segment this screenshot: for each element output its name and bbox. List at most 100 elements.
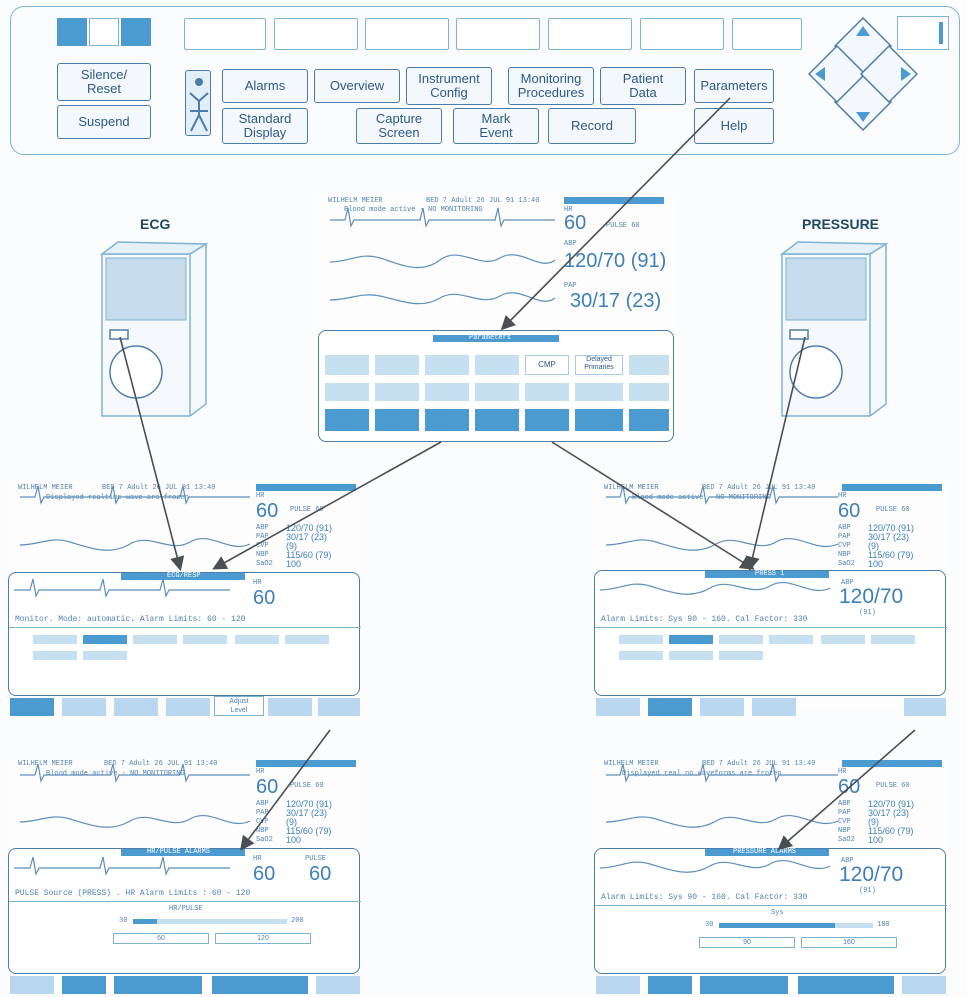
vital-label: CVP xyxy=(838,818,851,826)
lead-key[interactable] xyxy=(235,635,279,644)
ecg-tab[interactable] xyxy=(318,698,360,716)
pap-label: PAP xyxy=(564,282,577,290)
limit-slider[interactable] xyxy=(133,919,287,924)
alarm-tab[interactable] xyxy=(902,976,946,994)
high-adjust-tab[interactable] xyxy=(798,976,894,994)
alarm-tab[interactable] xyxy=(648,976,692,994)
param-tab[interactable] xyxy=(375,409,419,431)
param-tab[interactable] xyxy=(525,409,569,431)
label-key-selected[interactable] xyxy=(669,635,713,644)
param-key[interactable] xyxy=(425,383,469,401)
silence-reset-key[interactable]: Silence/ Reset xyxy=(57,63,151,101)
lead-key[interactable] xyxy=(183,635,227,644)
divider xyxy=(9,901,361,902)
high-adjust-tab[interactable] xyxy=(212,976,308,994)
scale-min: 30 xyxy=(705,921,714,929)
param-tab[interactable] xyxy=(325,409,369,431)
help-key[interactable]: Help xyxy=(694,108,774,144)
vital-value: (9) xyxy=(868,541,879,551)
patient-data-key[interactable]: Patient Data xyxy=(600,67,686,105)
param-tab[interactable] xyxy=(425,409,469,431)
param-key[interactable] xyxy=(375,383,419,401)
softkey-3[interactable] xyxy=(365,18,449,50)
softkey-1[interactable] xyxy=(184,18,266,50)
softkey-4[interactable] xyxy=(456,18,540,50)
param-key[interactable] xyxy=(475,383,519,401)
high-limit-box[interactable]: 160 xyxy=(801,937,897,948)
softkey-7[interactable] xyxy=(732,18,802,50)
capture-screen-key[interactable]: Capture Screen xyxy=(356,108,442,144)
ecg-tab[interactable] xyxy=(10,698,54,716)
low-adjust-tab[interactable] xyxy=(114,976,202,994)
alarm-tab[interactable] xyxy=(316,976,360,994)
softkey-5[interactable] xyxy=(548,18,632,50)
pressure-tab[interactable] xyxy=(700,698,744,716)
lead-key[interactable] xyxy=(33,651,77,660)
pressure-tab[interactable] xyxy=(648,698,692,716)
delayed-primaries-key[interactable]: Delayed Primaries xyxy=(575,355,623,375)
alarms-key[interactable]: Alarms xyxy=(222,69,308,103)
ecg-tab[interactable] xyxy=(62,698,106,716)
hr-value: 60 xyxy=(564,212,587,234)
mark-event-key[interactable]: Mark Event xyxy=(453,108,539,144)
param-tab[interactable] xyxy=(629,409,669,431)
ecg-tab[interactable] xyxy=(166,698,210,716)
param-key[interactable] xyxy=(325,383,369,401)
hr-label: HR xyxy=(838,492,847,500)
ecg-tab[interactable] xyxy=(114,698,158,716)
param-key[interactable] xyxy=(575,383,623,401)
low-adjust-tab[interactable] xyxy=(700,976,788,994)
high-limit-box[interactable]: 120 xyxy=(215,933,311,944)
alarm-tab[interactable] xyxy=(62,976,106,994)
param-key[interactable] xyxy=(629,355,669,375)
lead-key[interactable] xyxy=(33,635,77,644)
ecg-tab[interactable] xyxy=(268,698,312,716)
pressure-tab[interactable] xyxy=(904,698,946,716)
alarm-tab[interactable] xyxy=(10,976,54,994)
parameters-key[interactable]: Parameters xyxy=(694,69,774,103)
monitoring-procedures-key[interactable]: Monitoring Procedures xyxy=(508,67,594,105)
record-key[interactable]: Record xyxy=(548,108,636,144)
pressure-tab[interactable] xyxy=(752,698,796,716)
suspend-key[interactable]: Suspend xyxy=(57,105,151,139)
lead-key-selected[interactable] xyxy=(83,635,127,644)
label-key[interactable] xyxy=(769,635,813,644)
hr-pulse-window-label: HR/PULSE ALARMS xyxy=(147,848,211,856)
label-key[interactable] xyxy=(719,635,763,644)
param-key[interactable] xyxy=(325,355,369,375)
cmp-key[interactable]: CMP xyxy=(525,355,569,375)
label-key[interactable] xyxy=(619,635,663,644)
lead-key[interactable] xyxy=(133,635,177,644)
label-key[interactable] xyxy=(871,635,915,644)
adjust-level-key[interactable]: Adjust Level xyxy=(214,696,264,716)
pulse-label: PULSE xyxy=(305,855,327,863)
abp-label: ABP xyxy=(841,579,854,587)
label-key[interactable] xyxy=(821,635,865,644)
overview-key[interactable]: Overview xyxy=(314,69,400,103)
param-key[interactable] xyxy=(475,355,519,375)
low-limit-box[interactable]: 60 xyxy=(113,933,209,944)
low-limit-box[interactable]: 90 xyxy=(699,937,795,948)
lead-key[interactable] xyxy=(285,635,329,644)
hr-pulse-status-line: PULSE Source (PRESS) . HR Alarm Limits :… xyxy=(15,889,251,898)
param-key[interactable] xyxy=(629,383,669,401)
instrument-config-key[interactable]: Instrument Config xyxy=(406,67,492,105)
param-key[interactable] xyxy=(525,383,569,401)
param-key[interactable] xyxy=(375,355,419,375)
arrow-key-pad[interactable] xyxy=(807,14,919,134)
param-tab[interactable] xyxy=(575,409,623,431)
label-key[interactable] xyxy=(719,651,763,660)
param-key[interactable] xyxy=(425,355,469,375)
param-tab[interactable] xyxy=(475,409,519,431)
alarm-tab[interactable] xyxy=(596,976,640,994)
pressure-tab[interactable] xyxy=(596,698,640,716)
softkey-2[interactable] xyxy=(274,18,358,50)
lead-key[interactable] xyxy=(83,651,127,660)
softkey-6[interactable] xyxy=(640,18,724,50)
power-switch[interactable] xyxy=(897,16,949,50)
standard-display-key[interactable]: Standard Display xyxy=(222,108,308,144)
label-key[interactable] xyxy=(619,651,663,660)
label-key[interactable] xyxy=(669,651,713,660)
pressure-alarm-window-label: PRESSURE ALARMS xyxy=(733,848,797,856)
status-light-left xyxy=(57,18,87,46)
